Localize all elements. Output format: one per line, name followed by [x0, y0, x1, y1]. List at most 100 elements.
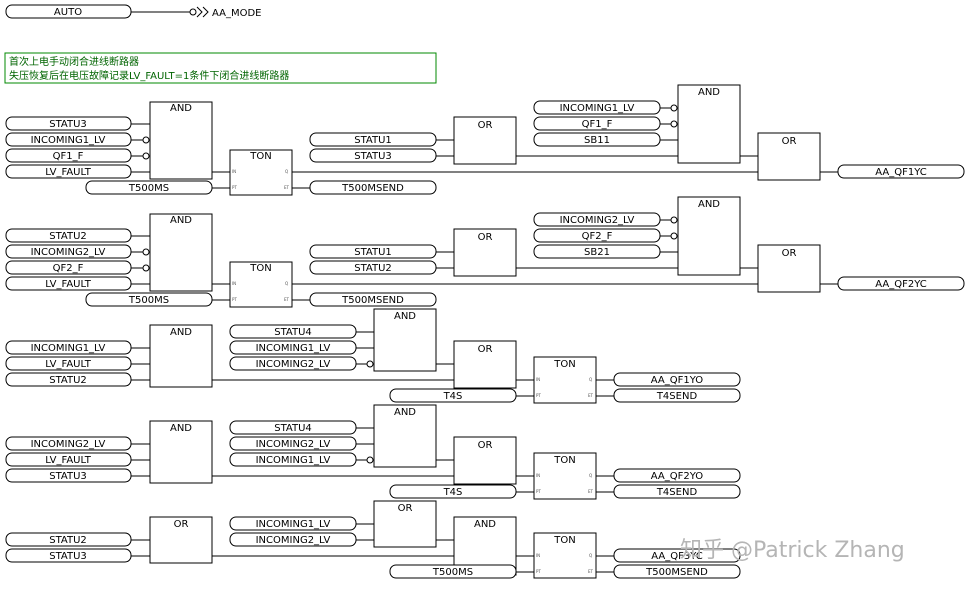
svg-text:AND: AND — [394, 311, 416, 322]
svg-text:SB21: SB21 — [584, 247, 610, 258]
input-incoming2-lv[interactable]: INCOMING2_LV — [5, 436, 132, 451]
and2-input-incoming2-lv[interactable]: INCOMING2_LV — [229, 436, 357, 451]
svg-text:OR: OR — [478, 120, 493, 131]
jump-source-variable[interactable]: AUTO — [5, 4, 132, 19]
svg-text:AND: AND — [170, 103, 192, 114]
and2-input-sb21[interactable]: SB21 — [533, 244, 661, 259]
svg-text:ET: ET — [588, 393, 594, 398]
svg-text:PT: PT — [232, 185, 237, 190]
and-block[interactable]: AND — [149, 420, 213, 484]
input-lv-fault[interactable]: LV_FAULT — [5, 276, 132, 291]
svg-text:INCOMING1_LV: INCOMING1_LV — [560, 103, 635, 114]
timer-preset-t500ms[interactable]: T500MS — [85, 292, 213, 307]
and-block[interactable]: AND — [149, 213, 213, 292]
or-block[interactable]: OR — [453, 116, 517, 165]
svg-text:IN: IN — [232, 281, 236, 286]
or-block[interactable]: OR — [453, 436, 517, 485]
and2-input-sb11[interactable]: SB11 — [533, 132, 661, 147]
and2-input-incoming2-lv[interactable]: INCOMING2_LV — [533, 212, 661, 227]
timer-preset-t500ms[interactable]: T500MS — [389, 564, 517, 579]
or-input-statu1[interactable]: STATU1 — [309, 132, 437, 147]
svg-text:AA_QF1YO: AA_QF1YO — [651, 375, 704, 386]
and2-block[interactable]: AND — [373, 308, 437, 372]
svg-text:T4SEND: T4SEND — [656, 391, 698, 402]
or2-block[interactable]: OR — [373, 500, 437, 548]
input-incoming1-lv[interactable]: INCOMING1_LV — [5, 340, 132, 355]
input-qf1-f[interactable]: QF1_F — [5, 148, 132, 163]
and-block[interactable]: AND — [149, 101, 213, 180]
timer-elapsed-t4send[interactable]: T4SEND — [613, 388, 741, 403]
output-aa-qf2yc[interactable]: AA_QF2YC — [837, 276, 965, 291]
and2-input-qf2-f[interactable]: QF2_F — [533, 228, 661, 243]
svg-text:STATU3: STATU3 — [49, 119, 87, 130]
output-aa-qf3yc[interactable]: AA_QF3YC — [613, 548, 741, 563]
svg-text:IN: IN — [536, 473, 540, 478]
or2-input-incoming1-lv[interactable]: INCOMING1_LV — [229, 516, 357, 531]
and2-input-statu4[interactable]: STATU4 — [229, 324, 357, 339]
timer-preset-t4s[interactable]: T4S — [389, 388, 517, 403]
input-statu3[interactable]: STATU3 — [5, 468, 132, 483]
and2-input-incoming1-lv[interactable]: INCOMING1_LV — [533, 100, 661, 115]
watermark-text: 知乎 @Patrick Zhang — [680, 538, 905, 563]
input-lv-fault[interactable]: LV_FAULT — [5, 452, 132, 467]
timer-elapsed-t4send[interactable]: T4SEND — [613, 484, 741, 499]
svg-text:PT: PT — [232, 297, 237, 302]
or-block[interactable]: OR — [149, 516, 213, 564]
and2-block[interactable]: AND — [677, 196, 741, 276]
svg-text:STATU4: STATU4 — [274, 423, 312, 434]
input-lv-fault[interactable]: LV_FAULT — [5, 164, 132, 179]
svg-text:T500MS: T500MS — [128, 183, 169, 194]
svg-text:IN: IN — [536, 553, 540, 558]
timer-preset-t4s[interactable]: T4S — [389, 484, 517, 499]
and2-block[interactable]: AND — [373, 404, 437, 468]
output-aa-qf2yo[interactable]: AA_QF2YO — [613, 468, 741, 483]
svg-text:T4SEND: T4SEND — [656, 487, 698, 498]
or2-block[interactable]: OR — [757, 244, 821, 293]
svg-text:AA_QF2YO: AA_QF2YO — [651, 471, 704, 482]
svg-text:QF2_F: QF2_F — [53, 263, 84, 274]
or-block[interactable]: OR — [453, 340, 517, 389]
svg-text:IN: IN — [232, 169, 236, 174]
input-statu3[interactable]: STATU3 — [5, 548, 132, 563]
and2-block[interactable]: AND — [677, 84, 741, 164]
and2-input-statu4[interactable]: STATU4 — [229, 420, 357, 435]
output-aa-qf1yc[interactable]: AA_QF1YC — [837, 164, 965, 179]
input-statu2[interactable]: STATU2 — [5, 372, 132, 387]
and2-input-incoming1-lv[interactable]: INCOMING1_LV — [229, 452, 357, 467]
timer-elapsed-t500msend[interactable]: T500MSEND — [309, 180, 437, 195]
input-incoming1-lv[interactable]: INCOMING1_LV — [5, 132, 132, 147]
or2-input-incoming2-lv[interactable]: INCOMING2_LV — [229, 532, 357, 547]
svg-text:STATU2: STATU2 — [354, 263, 392, 274]
network-5: STATU2 STATU3 OR INCOMING1_LV INCOMING2_… — [5, 500, 741, 579]
and-block[interactable]: AND — [149, 324, 213, 388]
or-block[interactable]: OR — [453, 228, 517, 277]
input-lv-fault[interactable]: LV_FAULT — [5, 356, 132, 371]
and2-input-incoming1-lv[interactable]: INCOMING1_LV — [229, 340, 357, 355]
svg-text:Q: Q — [589, 553, 592, 558]
or-input-statu3[interactable]: STATU3 — [309, 148, 437, 163]
or2-block[interactable]: OR — [757, 132, 821, 181]
timer-elapsed-t500msend[interactable]: T500MSEND — [309, 292, 437, 307]
input-statu3[interactable]: STATU3 — [5, 116, 132, 131]
output-aa-qf1yo[interactable]: AA_QF1YO — [613, 372, 741, 387]
or-input-statu1[interactable]: STATU1 — [309, 244, 437, 259]
and2-input-incoming2-lv[interactable]: INCOMING2_LV — [229, 356, 357, 371]
svg-text:T500MSEND: T500MSEND — [645, 567, 708, 578]
timer-preset-t500ms[interactable]: T500MS — [85, 180, 213, 195]
svg-text:INCOMING1_LV: INCOMING1_LV — [256, 519, 331, 530]
input-incoming2-lv[interactable]: INCOMING2_LV — [5, 244, 132, 259]
network-4: INCOMING2_LV LV_FAULT STATU3 AND STATU4 … — [5, 404, 741, 500]
input-statu2[interactable]: STATU2 — [5, 228, 132, 243]
input-qf2-f[interactable]: QF2_F — [5, 260, 132, 275]
timer-elapsed-t500msend[interactable]: T500MSEND — [613, 564, 741, 579]
and2-input-qf1-f[interactable]: QF1_F — [533, 116, 661, 131]
comment-box[interactable]: 首次上电手动闭合进线断路器 失压恢复后在电压故障记录LV_FAULT=1条件下闭… — [4, 52, 437, 84]
or-input-statu2[interactable]: STATU2 — [309, 260, 437, 275]
input-statu2[interactable]: STATU2 — [5, 532, 132, 547]
